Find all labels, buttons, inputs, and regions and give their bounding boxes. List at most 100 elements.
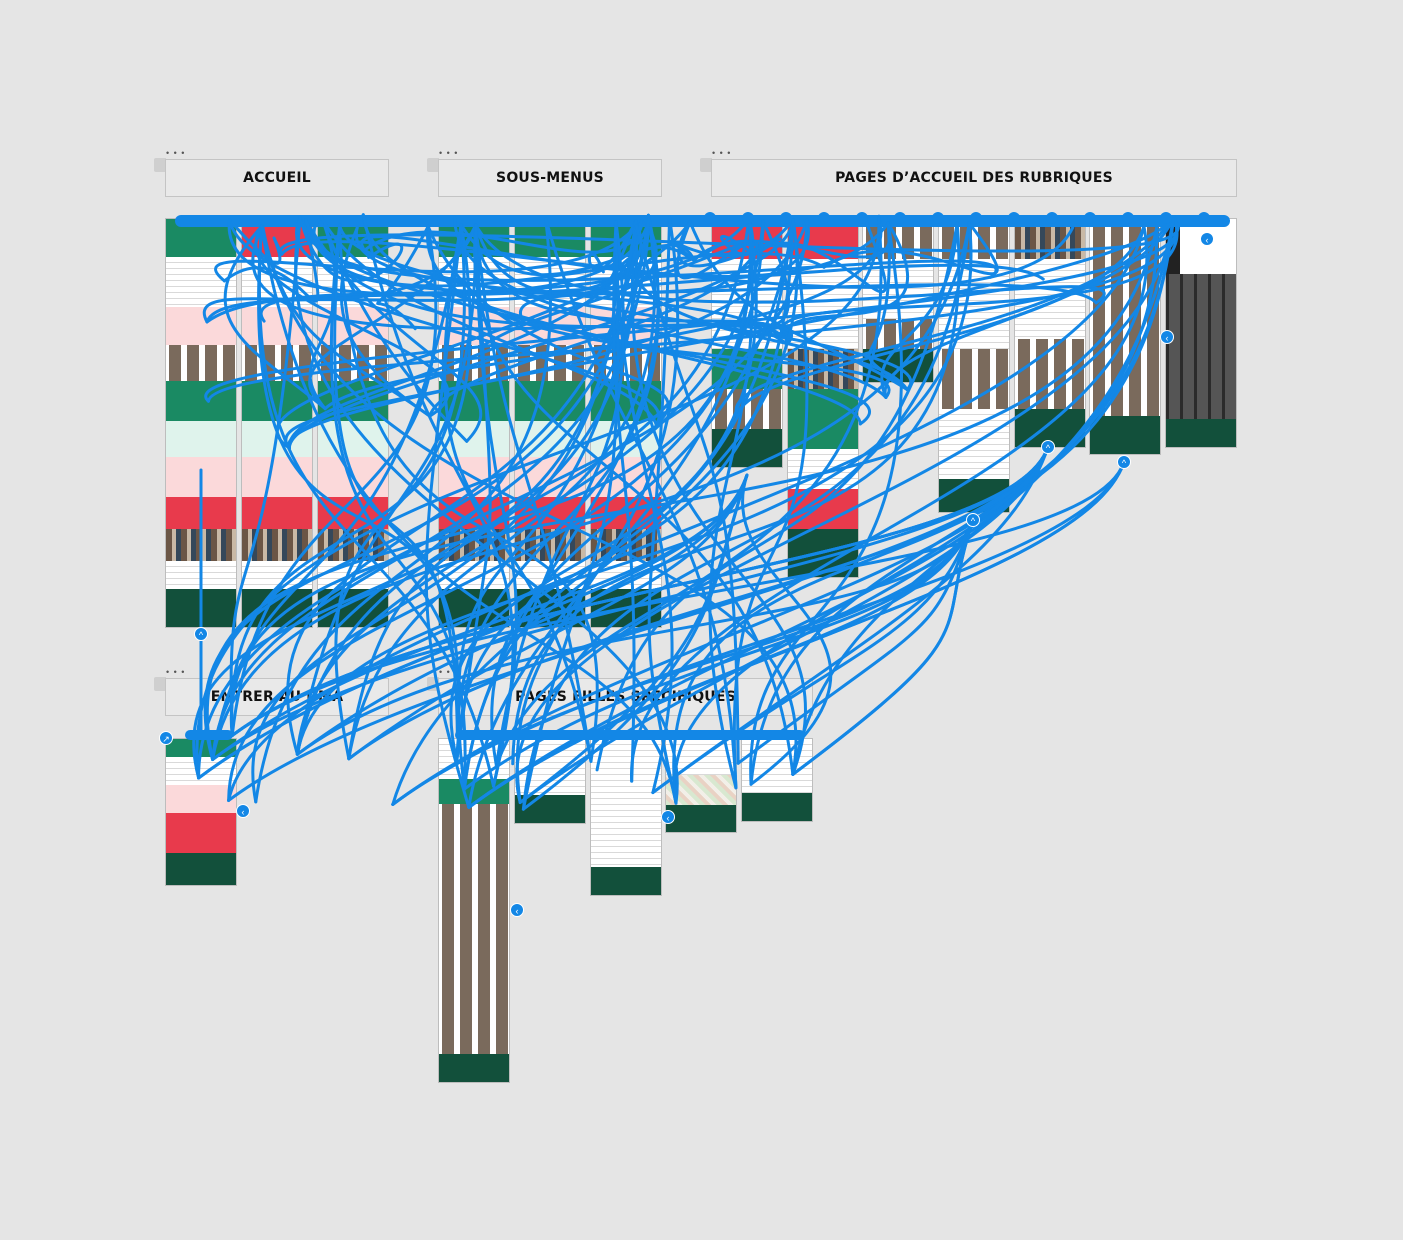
chevron-left-icon[interactable]: ‹ xyxy=(1200,232,1214,246)
prototype-wire xyxy=(211,221,971,762)
prototype-wire xyxy=(251,220,619,804)
prototype-wire xyxy=(211,473,749,762)
section-tab xyxy=(154,677,166,691)
wire-anchor xyxy=(704,212,716,224)
section-tab xyxy=(427,158,439,172)
section-title: SOUS-MENUS xyxy=(496,170,604,186)
chevron-left-icon[interactable]: ‹ xyxy=(510,903,524,917)
chevron-left-icon[interactable]: ‹ xyxy=(1160,330,1174,344)
page-thumbnail-rubrique[interactable] xyxy=(1165,218,1237,448)
prototype-wire xyxy=(295,219,765,756)
wire-bundle xyxy=(455,730,805,740)
wire-anchor xyxy=(932,212,944,224)
prototype-wire xyxy=(222,218,320,303)
chevron-left-icon[interactable]: ‹ xyxy=(236,804,250,818)
prototype-wire xyxy=(206,215,1179,403)
page-thumbnail-entrer[interactable] xyxy=(165,738,237,886)
prototype-wire xyxy=(195,216,881,780)
page-thumbnail-fille[interactable] xyxy=(590,738,662,896)
section-menu-icon[interactable]: • • • xyxy=(712,148,732,158)
prototype-wire xyxy=(286,219,643,756)
prototype-wire xyxy=(391,218,799,806)
chevron-up-icon[interactable]: ^ xyxy=(1117,455,1131,469)
section-menu-icon[interactable]: • • • xyxy=(439,667,459,677)
prototype-wire xyxy=(692,221,892,262)
wire-anchor xyxy=(970,212,982,224)
prototype-wire xyxy=(670,218,795,262)
link-icon[interactable]: ↗ xyxy=(159,731,173,745)
chevron-up-icon[interactable]: ^ xyxy=(1041,440,1055,454)
prototype-wire xyxy=(347,473,749,761)
prototype-wire xyxy=(298,215,404,283)
section-tab xyxy=(154,158,166,172)
prototype-wire xyxy=(295,217,751,756)
chevron-up-icon[interactable]: ^ xyxy=(194,627,208,641)
prototype-wire xyxy=(227,445,1050,802)
prototype-wire xyxy=(227,218,1045,297)
prototype-wire xyxy=(347,445,1050,761)
prototype-wire xyxy=(880,221,959,399)
prototype-wire xyxy=(647,215,678,805)
prototype-wire xyxy=(294,215,679,805)
prototype-wire xyxy=(304,218,998,282)
prototype-wire xyxy=(521,221,971,811)
prototype-wire xyxy=(544,217,738,790)
prototype-wire xyxy=(630,224,807,776)
prototype-wire xyxy=(230,223,472,737)
section-accueil[interactable]: ACCUEIL xyxy=(165,159,389,197)
section-title: ACCUEIL xyxy=(243,170,311,186)
prototype-wire xyxy=(749,221,903,786)
chevron-up-icon[interactable]: ^ xyxy=(966,513,980,527)
prototype-wire xyxy=(740,473,833,786)
wire-anchor xyxy=(1084,212,1096,224)
prototype-wire xyxy=(672,217,1175,805)
prototype-wire xyxy=(338,223,913,392)
prototype-wire xyxy=(467,445,1050,809)
prototype-wire xyxy=(391,460,1126,806)
prototype-wire xyxy=(223,224,327,411)
prototype-wire xyxy=(284,218,809,450)
wire-anchor xyxy=(856,212,868,224)
wire-anchor xyxy=(1008,212,1020,224)
section-tab xyxy=(700,158,712,172)
prototype-wire xyxy=(612,220,636,783)
wire-anchor xyxy=(1122,212,1134,224)
section-title: PAGES D’ACCUEIL DES RUBRIQUES xyxy=(835,170,1113,186)
prototype-wire xyxy=(329,223,467,791)
prototype-wire xyxy=(257,224,460,738)
prototype-wire xyxy=(229,215,302,737)
prototype-wire xyxy=(287,218,795,450)
prototype-wire xyxy=(467,460,1126,809)
section-menu-icon[interactable]: • • • xyxy=(166,148,186,158)
prototype-wire xyxy=(227,219,765,802)
wire-anchor xyxy=(1046,212,1058,224)
prototype-wire xyxy=(443,223,593,763)
prototype-wire xyxy=(515,217,1175,804)
prototype-wire xyxy=(455,218,795,762)
section-menu-icon[interactable]: • • • xyxy=(439,148,459,158)
prototype-wire xyxy=(391,445,1050,806)
prototype-wire xyxy=(494,216,883,768)
prototype-wire xyxy=(791,518,975,776)
page-thumbnail-fille[interactable] xyxy=(438,738,510,1083)
prototype-wire xyxy=(672,226,1159,805)
prototype-wire xyxy=(474,223,519,788)
section-sous-menus[interactable]: SOUS-MENUS xyxy=(438,159,662,197)
prototype-wire xyxy=(595,221,959,772)
chevron-left-icon[interactable]: ‹ xyxy=(661,810,675,824)
prototype-wire xyxy=(736,518,975,765)
prototype-wire xyxy=(634,224,740,765)
section-menu-icon[interactable]: • • • xyxy=(166,667,186,677)
wire-anchor xyxy=(742,212,754,224)
wire-anchor xyxy=(894,212,906,224)
prototype-wire xyxy=(202,223,478,324)
prototype-wire xyxy=(230,445,1050,737)
section-rubriques[interactable]: PAGES D’ACCUEIL DES RUBRIQUES xyxy=(711,159,1237,197)
wire-anchor xyxy=(1160,212,1172,224)
prototype-wire xyxy=(205,217,752,762)
prototype-wire xyxy=(260,224,678,805)
wire-bundle xyxy=(175,215,1230,227)
prototype-wire xyxy=(614,220,674,795)
prototype-wire xyxy=(323,214,883,411)
